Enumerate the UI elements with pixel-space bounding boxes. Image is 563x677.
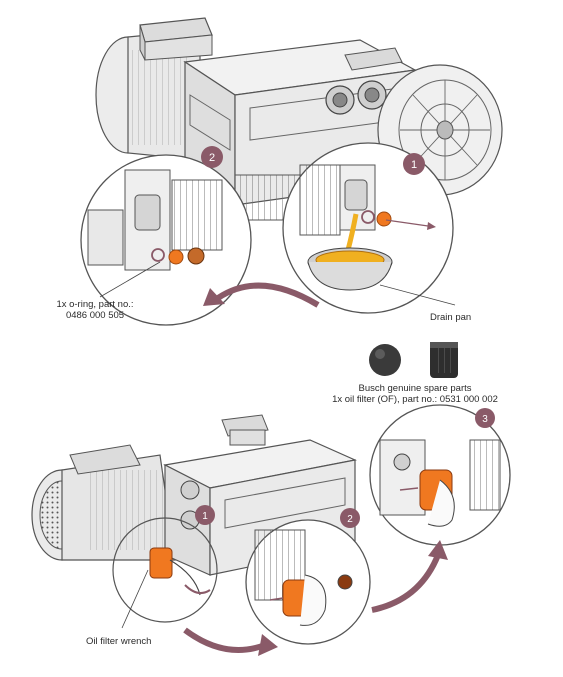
spare-parts-label: Busch genuine spare parts 1x oil filter … [305,383,525,405]
spare-parts-line2: 1x oil filter (OF), part no.: 0531 000 0… [332,394,498,405]
svg-text:1: 1 [202,511,208,522]
top-pump-illustration [95,17,503,221]
spare-parts-icons [369,342,458,378]
spare-parts-line1: Busch genuine spare parts [358,383,472,394]
bottom-detail-circle-3 [369,404,511,546]
oring-label-line2: 0486 000 505 [65,310,125,321]
drain-pan-leader-line [379,284,456,306]
svg-text:2: 2 [347,514,353,525]
bottom-step-badge-3: 3 [475,408,495,428]
drain-pan-label: Drain pan [430,312,472,323]
oring-leader-line [99,261,161,298]
bottom-arrow-2-to-3 [371,540,448,613]
bottom-detail-circle-1 [112,517,218,623]
top-curved-arrow [203,282,320,308]
svg-text:3: 3 [482,414,488,425]
svg-text:2: 2 [209,152,215,164]
bottom-step-badge-2: 2 [340,508,360,528]
bottom-arrow-1-to-2 [183,627,278,656]
bottom-pump-illustration [31,414,357,579]
bottom-step-badge-1: 1 [195,505,215,525]
top-detail-circle-right [282,142,454,314]
wrench-leader-line [121,569,149,629]
top-detail-circle-left [80,154,252,326]
oring-label-line1: 1x o-ring, part no.: [56,299,134,310]
bottom-detail-circle-2 [245,519,371,645]
svg-text:1: 1 [411,159,417,171]
oil-filter-wrench-label: Oil filter wrench [86,636,152,647]
oring-label: 1x o-ring, part no.: 0486 000 505 [40,299,150,321]
top-step-badge-2: 2 [201,146,223,168]
top-step-badge-1: 1 [403,153,425,175]
